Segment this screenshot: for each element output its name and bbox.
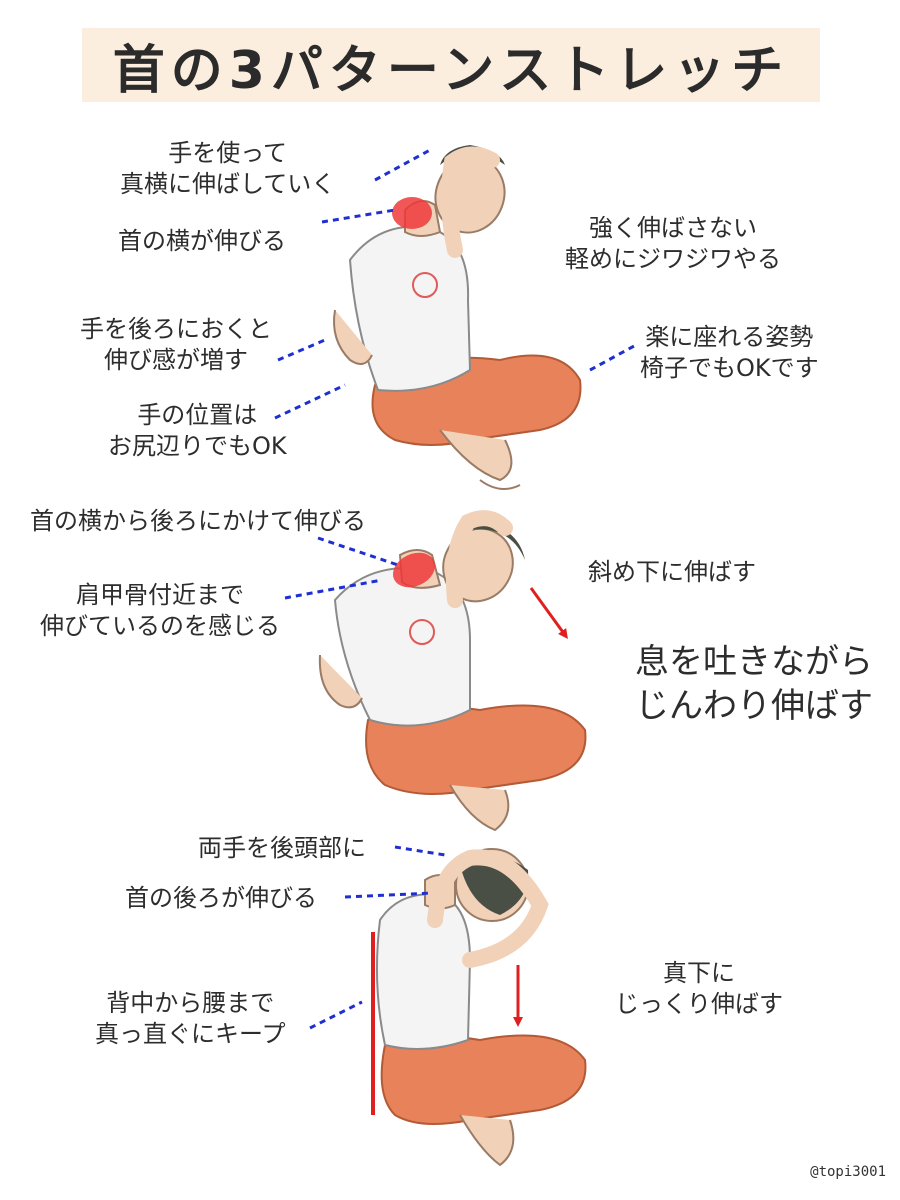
callout-neck-back: 首の後ろが伸びる [125, 884, 317, 912]
figure-diagonal-stretch [318, 510, 587, 832]
callout-neck-side: 首の横が伸びる [118, 227, 286, 255]
callout-posture: 楽に座れる姿勢 椅子でもOKです [640, 323, 819, 382]
author-credit: @topi3001 [810, 1164, 886, 1180]
callout-neck-side-back: 首の横から後ろにかけて伸びる [30, 507, 366, 535]
callout-straight-down: 真下に じっくり伸ばす [615, 959, 783, 1018]
leader-lines [274, 148, 637, 1030]
figure-side-stretch [333, 145, 582, 490]
callout-hand-sideways: 手を使って 真横に伸ばしていく [120, 139, 336, 198]
callout-gentle: 強く伸ばさない 軽めにジワジワやる [565, 214, 781, 273]
callout-keep-back-straight: 背中から腰まで 真っ直ぐにキープ [95, 989, 286, 1048]
diagonal-down-arrow-icon [529, 587, 568, 640]
callout-hand-position: 手の位置は お尻辺りでもOK [108, 401, 287, 460]
callout-breathe: 息を吐きながら じんわり伸ばす [635, 642, 873, 726]
callout-hand-back: 手を後ろにおくと 伸び感が増す [80, 315, 272, 374]
callout-diagonal: 斜め下に伸ばす [588, 558, 756, 586]
figure-back-stretch [375, 848, 587, 1167]
callout-scapula: 肩甲骨付近まで 伸びているのを感じる [40, 581, 280, 640]
title-banner: 首の3パターンストレッチ [82, 28, 820, 102]
callout-hands-head: 両手を後頭部に [198, 834, 366, 862]
page-title: 首の3パターンストレッチ [112, 40, 790, 101]
